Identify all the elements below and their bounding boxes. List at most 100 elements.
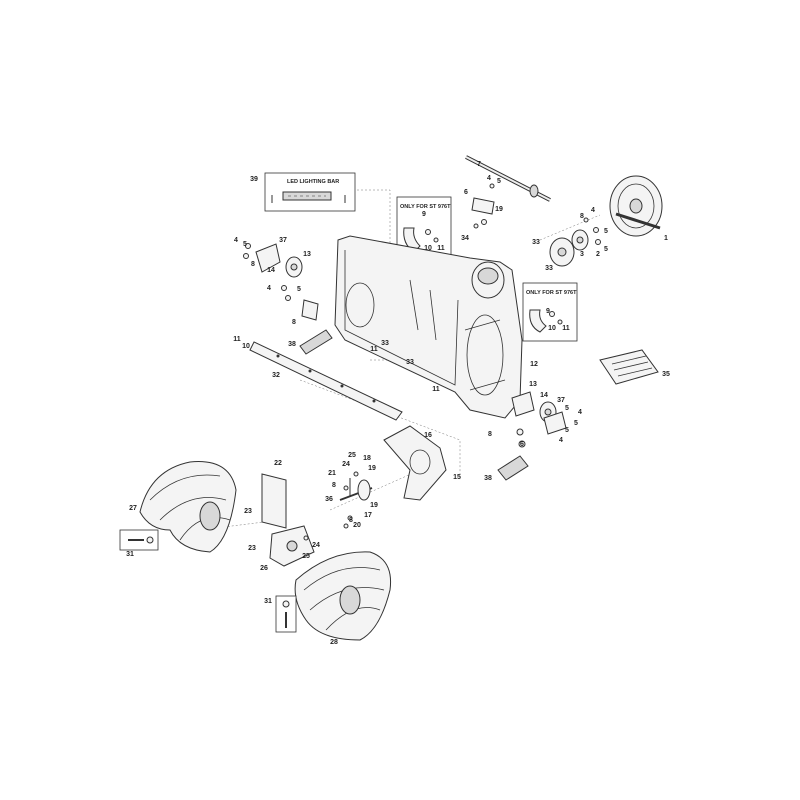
callout-4: 4 (487, 175, 491, 182)
callout-8: 8 (580, 213, 584, 220)
callout-4: 4 (267, 285, 271, 292)
callout-38: 38 (484, 475, 492, 482)
callout-19: 19 (368, 465, 376, 472)
callout-19: 19 (370, 502, 378, 509)
auger-right (294, 551, 392, 641)
callout-21: 21 (328, 470, 336, 477)
callout-4: 4 (234, 237, 238, 244)
callout-37: 37 (557, 397, 565, 404)
drive-shaft (465, 155, 551, 202)
bearing-assembly-right-lower (511, 391, 567, 448)
callout-10: 10 (548, 325, 556, 332)
shear-bolt-box-right (275, 595, 297, 633)
bearing-assembly-right (549, 217, 601, 267)
auger-left (139, 461, 237, 553)
callout-18: 18 (363, 455, 371, 462)
callout-23: 23 (248, 545, 256, 552)
callout-38: 38 (288, 341, 296, 348)
callout-39: 39 (250, 176, 258, 183)
st976t-right-label: ONLY FOR ST 976T (526, 290, 577, 296)
callout-8: 8 (349, 517, 353, 524)
callout-33: 33 (406, 359, 414, 366)
callout-26: 26 (260, 565, 268, 572)
st976t-right-box: ONLY FOR ST 976T (522, 282, 578, 342)
callout-5: 5 (497, 178, 501, 185)
skid-shoe-right (497, 455, 529, 481)
callout-27: 27 (129, 505, 137, 512)
callout-8: 8 (332, 482, 336, 489)
callout-35: 35 (662, 371, 670, 378)
callout-14: 14 (267, 267, 275, 274)
callout-7: 7 (477, 161, 481, 168)
skid-shoe-left (299, 329, 333, 355)
callout-numbers: 1234444445555555566788888899101010111111… (126, 161, 670, 646)
scraper-bar (249, 341, 403, 421)
callout-5: 5 (243, 241, 247, 248)
shaft-assembly (339, 471, 373, 529)
callout-36: 36 (325, 496, 333, 503)
callout-11: 11 (562, 325, 570, 332)
callout-31: 31 (264, 598, 272, 605)
callout-3: 3 (580, 251, 584, 258)
bracket-top (471, 183, 495, 229)
gearbox-cover (383, 425, 447, 501)
led-lighting-bar-label: LED LIGHTING BAR (287, 179, 339, 185)
callout-22: 22 (274, 460, 282, 467)
callout-8: 8 (251, 261, 255, 268)
shear-bolt-box-left (119, 529, 159, 551)
callout-24: 24 (312, 542, 320, 549)
callout-8: 8 (488, 431, 492, 438)
callout-33: 33 (381, 340, 389, 347)
callout-9: 9 (546, 308, 550, 315)
callout-4: 4 (559, 437, 563, 444)
callout-4: 4 (578, 409, 582, 416)
st976t-top-label: ONLY FOR ST 976T (400, 204, 451, 210)
callout-16: 16 (424, 432, 432, 439)
callout-5: 5 (565, 405, 569, 412)
callout-33: 33 (532, 239, 540, 246)
callout-24: 24 (342, 461, 350, 468)
callout-11: 11 (437, 245, 445, 252)
callout-5: 5 (604, 228, 608, 235)
callout-31: 31 (126, 551, 134, 558)
callout-15: 15 (453, 474, 461, 481)
callout-10: 10 (424, 245, 432, 252)
shear-plate (261, 473, 287, 529)
callout-5: 5 (574, 420, 578, 427)
callout-6: 6 (464, 189, 468, 196)
led-lighting-bar-box: LED LIGHTING BAR (264, 172, 356, 212)
callout-37: 37 (279, 237, 287, 244)
callout-14: 14 (540, 392, 548, 399)
callout-6: 6 (520, 441, 524, 448)
bearing-assembly-left (243, 243, 319, 321)
callout-19: 19 (495, 206, 503, 213)
pulley (609, 175, 663, 237)
callout-25: 25 (302, 553, 310, 560)
hardware-kit (599, 349, 659, 385)
callout-4: 4 (591, 207, 595, 214)
callout-5: 5 (565, 427, 569, 434)
callout-10: 10 (242, 343, 250, 350)
callout-23: 23 (244, 508, 252, 515)
gearbox (269, 525, 315, 567)
callout-32: 32 (272, 372, 280, 379)
callout-34: 34 (461, 235, 469, 242)
callout-8: 8 (292, 319, 296, 326)
callout-11: 11 (432, 386, 440, 393)
callout-13: 13 (303, 251, 311, 258)
callout-33: 33 (545, 265, 553, 272)
callout-13: 13 (529, 381, 537, 388)
callout-11: 11 (233, 336, 241, 343)
callout-9: 9 (422, 211, 426, 218)
auger-housing (334, 235, 523, 419)
callout-5: 5 (604, 246, 608, 253)
callout-2: 2 (596, 251, 600, 258)
callout-25: 25 (348, 452, 356, 459)
callout-12: 12 (530, 361, 538, 368)
callout-5: 5 (297, 286, 301, 293)
callout-20: 20 (353, 522, 361, 529)
callout-1: 1 (664, 235, 668, 242)
callout-11: 11 (370, 346, 378, 353)
callout-28: 28 (330, 639, 338, 646)
